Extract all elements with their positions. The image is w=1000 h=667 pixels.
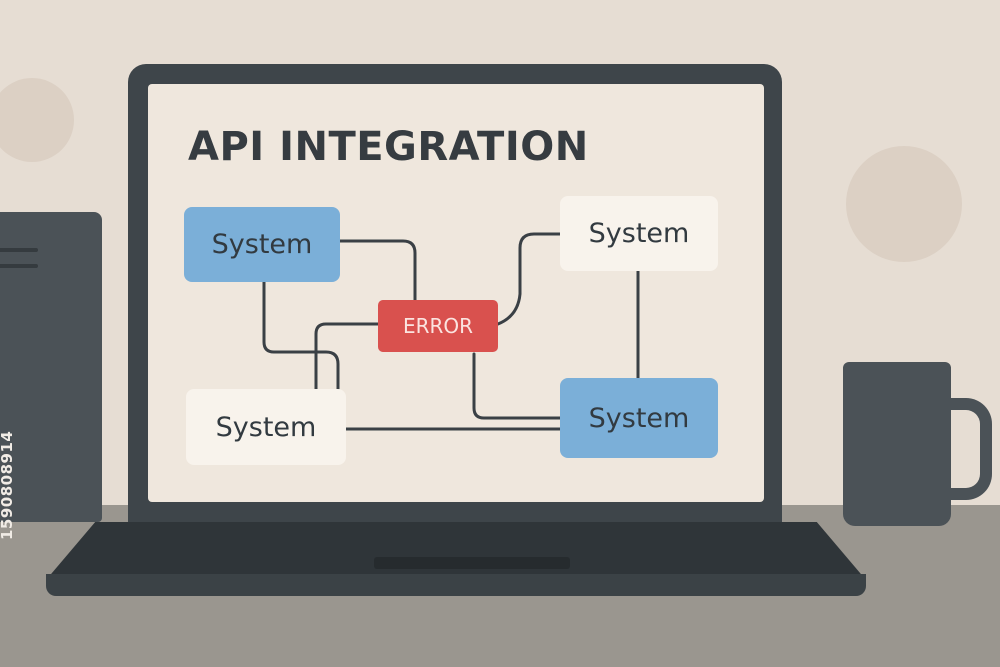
wall-circle-right [846, 146, 962, 262]
laptop-screen: API INTEGRATION System System ERROR Syst… [148, 84, 764, 502]
tower-slot [0, 248, 38, 252]
page-title: API INTEGRATION [188, 124, 589, 170]
tower-id-label: 1590808914 [0, 430, 16, 540]
laptop-touchpad[interactable] [374, 557, 570, 569]
computer-tower [0, 212, 102, 522]
system-node-top-left[interactable]: System [184, 207, 340, 282]
system-node-bottom-left[interactable]: System [186, 389, 346, 465]
coffee-mug [843, 362, 951, 526]
wire-error-to-topright [496, 232, 564, 326]
wire-topleft-to-error [338, 239, 417, 302]
laptop-base-edge [46, 574, 866, 596]
wire-error-to-bottomleft [314, 322, 382, 391]
laptop-keyboard-deck [46, 522, 866, 580]
wire-topleft-to-bottomleft [262, 280, 340, 391]
tower-slot [0, 264, 38, 268]
error-node[interactable]: ERROR [378, 300, 498, 352]
connection-wires [262, 232, 640, 431]
system-node-top-right[interactable]: System [560, 196, 718, 271]
wire-error-to-bottomright [472, 352, 564, 420]
system-node-bottom-right[interactable]: System [560, 378, 718, 458]
wall-circle-left [0, 78, 74, 162]
